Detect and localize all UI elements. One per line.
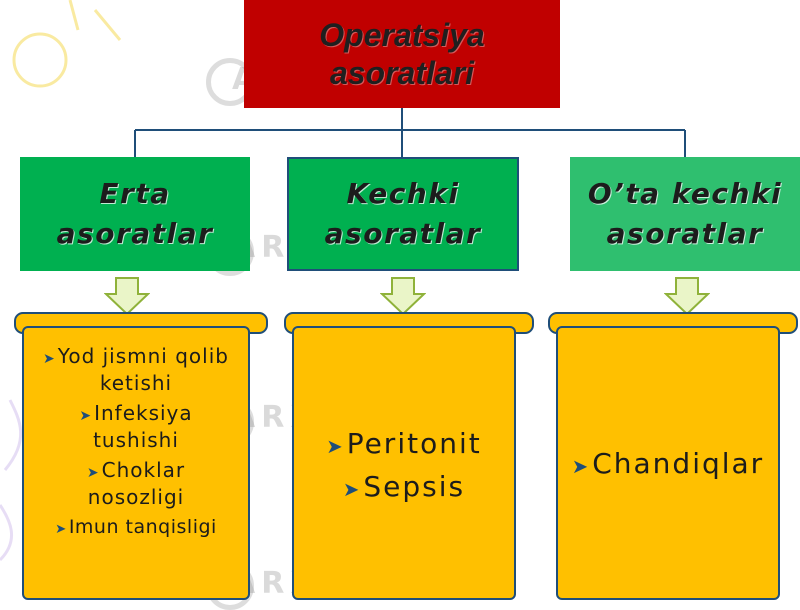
diagram-title-box: Operatsiya asoratlari <box>244 0 560 108</box>
category-box-early: Erta asoratlar <box>20 157 250 271</box>
complication-list-very-late: ➤Chandiqlar <box>556 444 780 487</box>
scroll-body <box>292 326 516 600</box>
down-arrow-icon <box>664 277 710 316</box>
scroll-body <box>22 326 250 600</box>
list-item: ➤Choklar nosozligi <box>86 458 186 509</box>
list-item: ➤Infeksiya tushishi <box>79 401 193 452</box>
scroll-panel-very-late: ➤Chandiqlar <box>548 312 798 600</box>
category-box-very-late: O’ta kechki asoratlar <box>570 157 800 271</box>
scroll-panel-late: ➤Peritonit ➤Sepsis <box>284 312 534 600</box>
scroll-panel-early: ➤Yod jismni qolib ketishi ➤Infeksiya tus… <box>14 312 268 600</box>
diagram-title: Operatsiya asoratlari <box>319 17 485 91</box>
category-box-late: Kechki asoratlar <box>287 157 519 271</box>
down-arrow-icon <box>380 277 426 316</box>
category-label: Erta asoratlar <box>56 177 214 250</box>
category-label: O’ta kechki asoratlar <box>587 177 783 250</box>
complication-list-early: ➤Yod jismni qolib ketishi ➤Infeksiya tus… <box>22 344 250 542</box>
scroll-body <box>556 326 780 600</box>
list-item: ➤Imun tanqisligi <box>55 516 217 538</box>
list-item: ➤Yod jismni qolib ketishi <box>43 344 229 395</box>
down-arrow-icon <box>104 277 150 316</box>
list-item: ➤Chandiqlar <box>571 447 765 480</box>
list-item: ➤Peritonit <box>326 427 482 460</box>
category-label: Kechki asoratlar <box>324 177 482 250</box>
list-item: ➤Sepsis <box>342 470 466 503</box>
complication-list-late: ➤Peritonit ➤Sepsis <box>292 424 516 510</box>
